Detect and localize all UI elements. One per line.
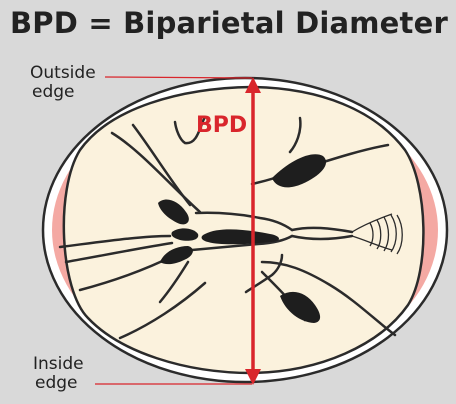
bpd-label: BPD	[196, 113, 247, 138]
inside-edge-label: Inside edge	[33, 355, 84, 393]
inside-edge-label-line1: Inside	[33, 355, 84, 374]
outside-edge-label-line2: edge	[30, 83, 96, 102]
inside-edge-label-line2: edge	[33, 374, 84, 393]
outside-edge-leader-line	[105, 77, 252, 78]
outside-edge-label-line1: Outside	[30, 64, 96, 83]
outside-edge-label: Outside edge	[30, 64, 96, 102]
